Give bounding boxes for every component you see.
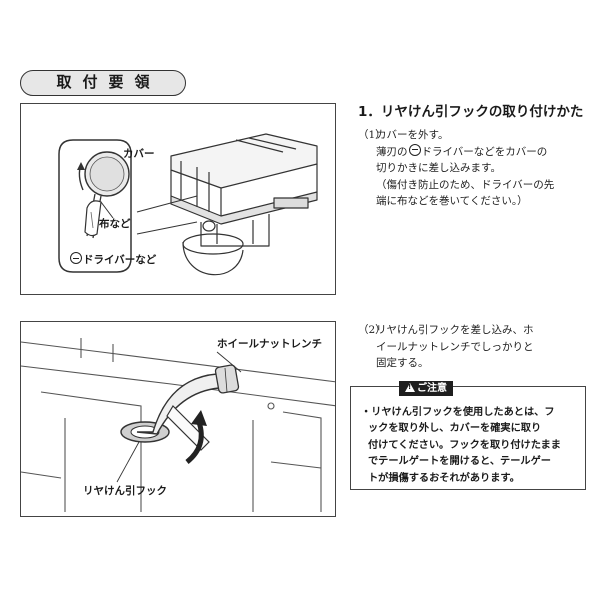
section-title: 取付要領: [20, 70, 186, 96]
minus-screwdriver-icon: [70, 252, 82, 264]
label-tow-hook: リヤけん引フック: [83, 485, 167, 497]
caution-header: ご注意: [399, 381, 453, 396]
illustration-remove-cover: カバー 布など ドライバーなど: [20, 103, 336, 295]
step-1-text: カバーを外す。 薄刃のドライバーなどをカバーの 切りかきに差し込みます。 （傷付…: [376, 129, 555, 207]
label-cover: カバー: [123, 148, 155, 160]
label-cloth: 布など: [99, 218, 131, 230]
minus-screwdriver-icon: [408, 143, 421, 156]
label-screwdriver: ドライバーなど: [69, 252, 156, 267]
caution-text: ・リヤけん引フックを使用したあとは、フ ックを取り外し、カバーを確実に取り 付け…: [361, 407, 561, 484]
warning-icon: [405, 383, 415, 392]
label-wheel-nut-wrench: ホイールナットレンチ: [217, 338, 322, 350]
step-heading: 1．リヤけん引フックの取り付けかた: [358, 104, 584, 120]
tow-hook-wrench-illustration: [21, 338, 335, 512]
caution-box: ご注意 ・リヤけん引フックを使用したあとは、フ ックを取り外し、カバーを確実に取…: [350, 381, 586, 490]
truck-rear-cover-illustration: [58, 133, 318, 276]
step-2-number: （2）: [358, 324, 386, 336]
step-1-number: （1）: [358, 129, 386, 141]
step-2-text: リヤけん引フックを差し込み、ホ イールナットレンチでしっかりと 固定する。: [376, 324, 534, 369]
illustration-install-hook: ホイールナットレンチ リヤけん引フック: [20, 321, 336, 517]
